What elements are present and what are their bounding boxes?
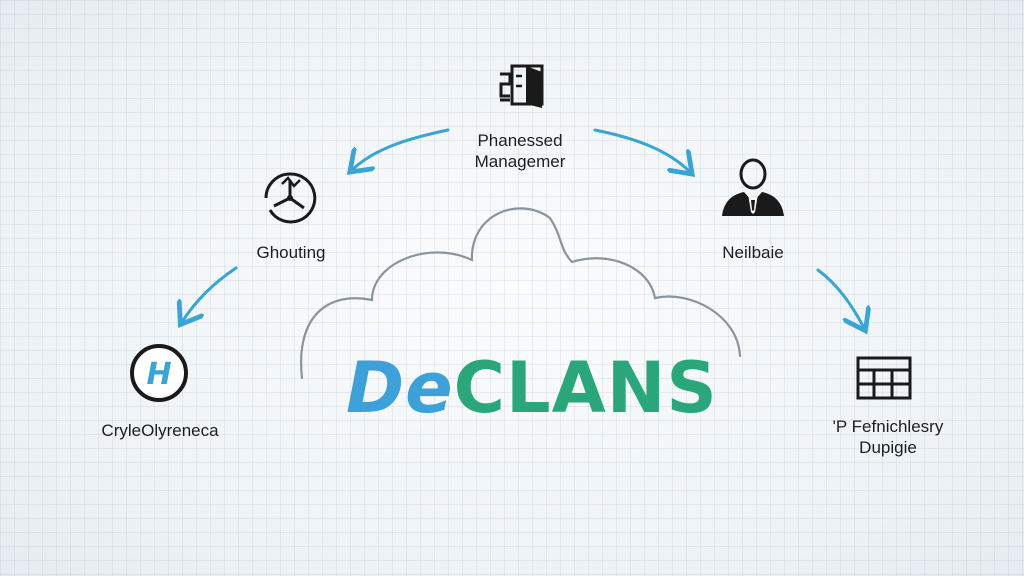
node-top-line1: Phanessed [477, 131, 563, 150]
arrow-left-upper-to-left-lower [182, 266, 238, 322]
node-left-upper-label: Ghouting [230, 242, 352, 263]
logo-part2: CLANS [453, 347, 718, 429]
arrow-right-upper-to-right-lower [816, 268, 864, 328]
node-top-label: Phanessed Managemer [440, 130, 600, 172]
node-right-lower-line2: Dupigie [859, 438, 917, 457]
node-right-lower-label: 'P Fefnichlesry Dupigie [808, 416, 968, 458]
svg-text:H: H [146, 357, 171, 392]
node-right-lower-line1: 'P Fefnichlesry [832, 417, 944, 436]
logo-part1: De [346, 347, 454, 429]
arrow-top-to-right [593, 128, 690, 172]
node-right-upper-label: Neilbaie [690, 242, 816, 263]
h-circle-icon: H [130, 344, 188, 402]
node-right-upper-line1: Neilbaie [722, 243, 784, 262]
document-door-icon [499, 64, 544, 108]
node-top-line2: Managemer [474, 152, 566, 171]
chart-gauge-icon [264, 172, 317, 224]
businessman-icon [722, 158, 784, 216]
node-left-lower-line1: CryleOlyreneca [101, 421, 219, 440]
center-logo: DeCLANS [346, 347, 717, 429]
node-left-upper-line1: Ghouting [256, 243, 326, 262]
grid-table-icon [856, 356, 912, 400]
node-left-lower-label: CryleOlyreneca [70, 420, 250, 441]
arrow-top-to-left [352, 128, 450, 170]
